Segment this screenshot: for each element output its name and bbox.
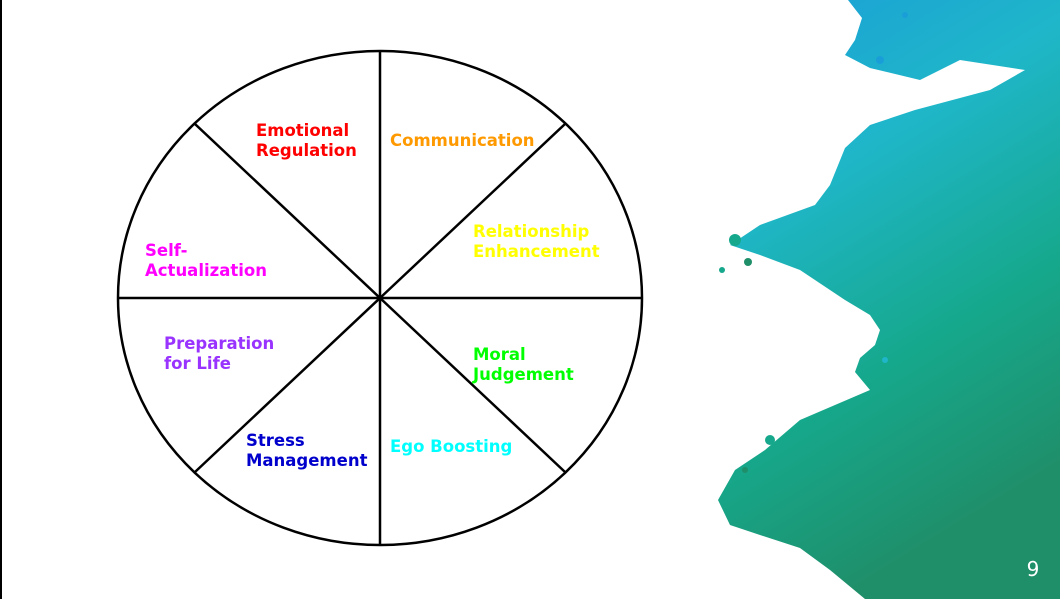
- segment-label-communication: Communication: [390, 131, 535, 150]
- slide-left-border: [0, 0, 2, 599]
- segment-label-moral-judgement: Moral Judgement: [473, 345, 574, 384]
- segment-label-self-actualization: Self- Actualization: [145, 241, 267, 280]
- segment-label-relationship-enhancement: Relationship Enhancement: [473, 222, 600, 261]
- segment-label-emotional-regulation: Emotional Regulation: [256, 121, 357, 160]
- segment-label-stress-management: Stress Management: [246, 431, 368, 470]
- segment-label-preparation-for-life: Preparation for Life: [164, 334, 275, 373]
- divider-diagonal-up: [194, 123, 566, 473]
- page-number: 9: [1026, 557, 1040, 581]
- segment-label-ego-boosting: Ego Boosting: [390, 437, 513, 456]
